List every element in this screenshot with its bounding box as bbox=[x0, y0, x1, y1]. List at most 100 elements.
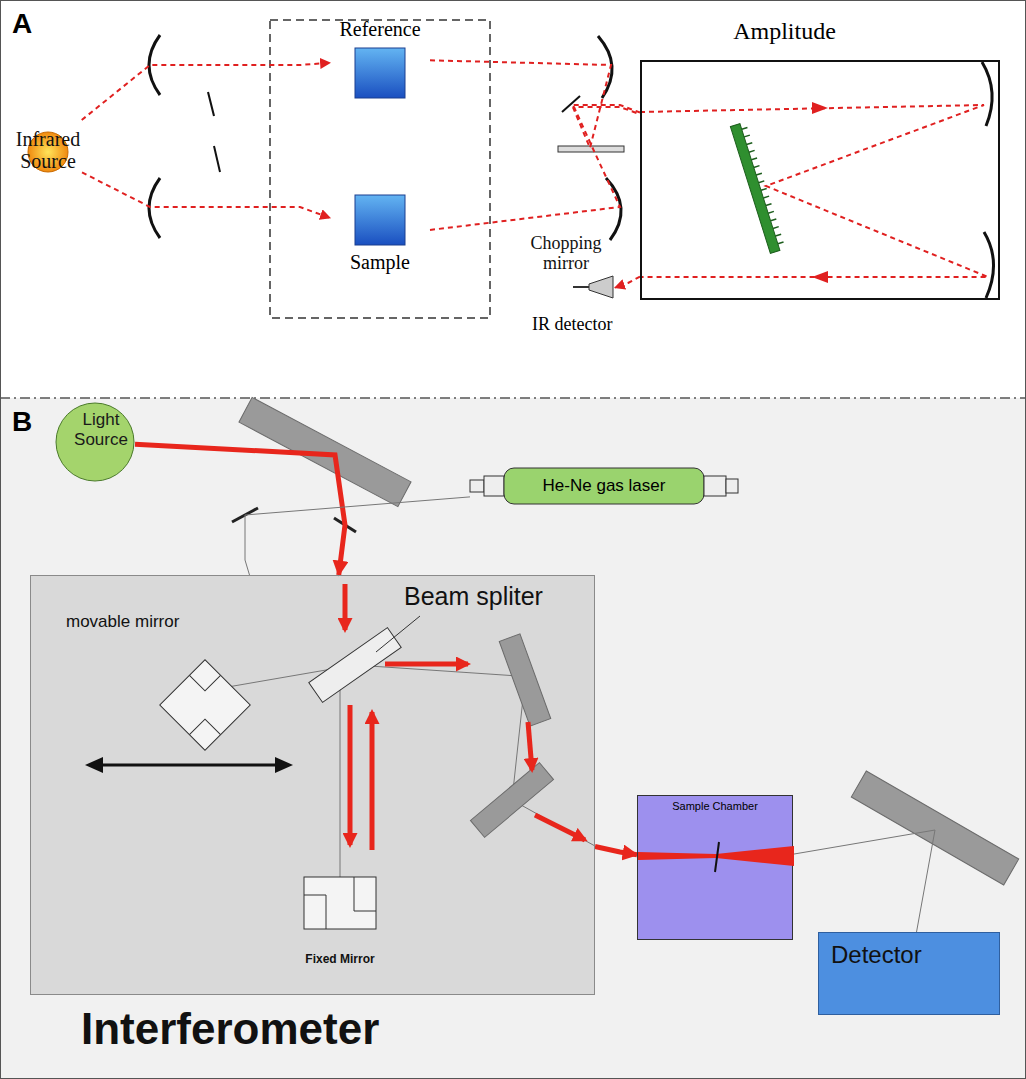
flat-mirror bbox=[208, 92, 580, 172]
infrared-source: Infrared Source bbox=[2, 120, 82, 184]
part-label: Beam spliter bbox=[404, 582, 589, 611]
grating-rulings bbox=[771, 219, 777, 221]
grating-rulings bbox=[754, 166, 760, 168]
grating-rulings bbox=[759, 181, 765, 183]
fixed-mirror bbox=[304, 877, 376, 929]
node-label: A bbox=[12, 8, 32, 40]
node-label: Detector bbox=[831, 941, 922, 969]
grating-rulings bbox=[763, 196, 769, 198]
beam-connector bbox=[430, 107, 640, 230]
grating-rulings bbox=[775, 234, 781, 236]
beam-arrowhead bbox=[812, 102, 828, 283]
light-beam-arrow bbox=[528, 722, 532, 770]
grating-rulings bbox=[778, 242, 784, 244]
laser-part bbox=[726, 479, 738, 493]
beam-line bbox=[355, 665, 518, 676]
beam-connector bbox=[82, 172, 330, 218]
panel: BLight SourceHe-Ne gas laserInterferomet… bbox=[0, 398, 1026, 1079]
light-beam-arrow bbox=[348, 705, 353, 845]
sample-compartment bbox=[270, 20, 490, 318]
movable-mirror bbox=[160, 660, 251, 751]
ir-detector: IR detector bbox=[520, 268, 615, 342]
leader-line bbox=[376, 616, 420, 652]
laser-part bbox=[470, 480, 484, 492]
grating-rulings bbox=[761, 189, 767, 191]
grating-rulings bbox=[768, 211, 774, 213]
sample-chamber: Sample Chamber bbox=[637, 795, 793, 940]
beam-connector bbox=[615, 277, 640, 288]
node-label: Sample bbox=[350, 251, 410, 274]
beam-line bbox=[340, 665, 341, 878]
node-shape bbox=[638, 796, 794, 941]
laser-part bbox=[704, 476, 726, 496]
light-beam bbox=[640, 105, 988, 277]
beam-arrowhead bbox=[812, 271, 828, 283]
sample-compartment bbox=[270, 20, 490, 318]
grating-rulings bbox=[742, 127, 748, 129]
node-label: Light Source bbox=[67, 410, 135, 449]
node-label: Amplitude bbox=[642, 18, 927, 45]
panel-ground bbox=[0, 398, 1026, 1079]
laser-tube: He-Ne gas laser bbox=[470, 468, 740, 504]
concave-mirror bbox=[606, 178, 621, 240]
light-source: Light Source bbox=[55, 402, 135, 482]
beam-connector bbox=[82, 63, 330, 120]
light-beam-arrow bbox=[345, 584, 585, 850]
grating-rulings bbox=[766, 204, 772, 206]
motion-arrow bbox=[275, 757, 293, 773]
light-beam-arrow bbox=[343, 584, 348, 630]
beam-connector bbox=[245, 497, 470, 575]
panel: A Infrared Source ReferenceSample Amplitude… bbox=[0, 0, 1026, 398]
node-label: He-Ne gas laser bbox=[504, 468, 704, 504]
part-label: Chopping mirror bbox=[520, 234, 612, 274]
grating-rulings bbox=[756, 173, 762, 175]
laser-part bbox=[504, 468, 704, 504]
grating-rulings bbox=[744, 135, 750, 137]
fixed-mirror bbox=[304, 877, 376, 929]
detector-box: Detector bbox=[818, 932, 1000, 1015]
grating-rulings bbox=[773, 227, 779, 229]
source-disc bbox=[56, 403, 134, 481]
node-label: Sample Chamber bbox=[638, 800, 792, 812]
light-beam-arrow bbox=[385, 662, 468, 667]
cuvette bbox=[355, 195, 405, 245]
node-label: IR detector bbox=[532, 314, 615, 335]
laser-part bbox=[484, 476, 504, 496]
detector-cone bbox=[589, 276, 613, 298]
node-label: Infrared Source bbox=[14, 128, 82, 172]
concave-mirror bbox=[982, 62, 992, 126]
light-beam-arrow bbox=[370, 712, 375, 850]
cuvette bbox=[355, 48, 405, 98]
interferometer-box: Interferometer bbox=[30, 575, 595, 995]
motion-arrow bbox=[85, 757, 293, 773]
motion-arrow bbox=[85, 757, 103, 773]
leader-line bbox=[376, 616, 420, 652]
small-mirror bbox=[232, 508, 356, 532]
beam-arrowhead bbox=[812, 102, 828, 114]
light-beam-arrow bbox=[535, 815, 585, 840]
flat-mirror bbox=[208, 92, 214, 116]
node-label: Interferometer bbox=[81, 1004, 379, 1054]
grating-rulings bbox=[742, 127, 784, 243]
part-label: movable mirror bbox=[66, 612, 236, 632]
sample-cell: Reference bbox=[330, 18, 430, 100]
mirror bbox=[470, 763, 553, 838]
mirror bbox=[499, 634, 550, 726]
movable-mirror bbox=[160, 660, 251, 751]
interferometer-ground bbox=[30, 575, 595, 995]
beam-connector bbox=[430, 60, 640, 148]
interferometer-ground bbox=[30, 575, 595, 995]
detector-lead bbox=[573, 286, 589, 288]
part-label: Fixed Mirror bbox=[290, 952, 390, 966]
grating-rulings bbox=[749, 150, 755, 152]
beam-connector bbox=[595, 847, 637, 855]
node-label: Reference bbox=[339, 18, 420, 41]
panel-ground bbox=[0, 397, 1026, 399]
movable-mirror bbox=[160, 660, 251, 751]
flat-mirror bbox=[214, 146, 220, 172]
sample-cell: Sample bbox=[330, 195, 430, 277]
diffraction-grating bbox=[730, 122, 785, 254]
